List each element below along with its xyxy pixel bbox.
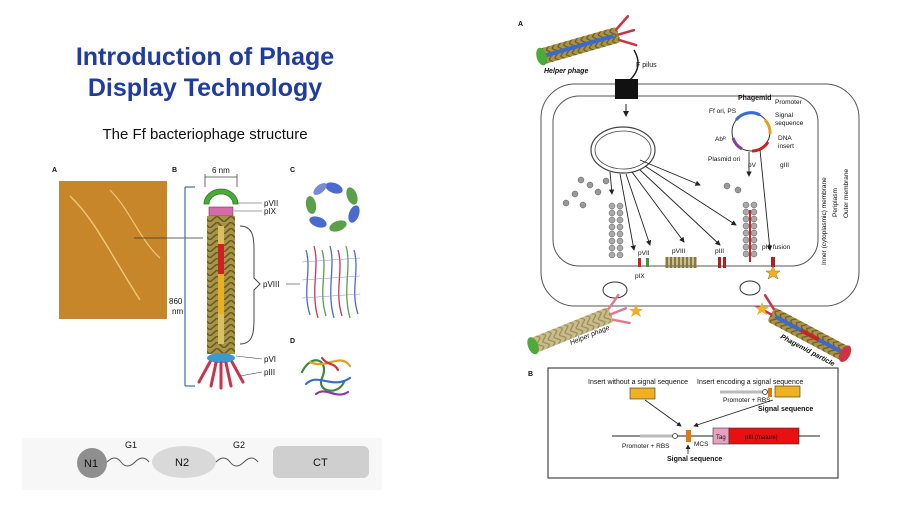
promoter-label: Promoter (775, 99, 803, 106)
dna-insert-label-2: insert (778, 143, 794, 150)
tag-label: Tag (716, 435, 726, 441)
piii-protein-1 (718, 257, 721, 268)
dna-core-yellow (218, 274, 224, 314)
phagemid-particle (755, 294, 852, 363)
signal-sequence-block (686, 430, 691, 442)
insert-with-signal-box (774, 385, 801, 398)
ab-label: Abᴿ (715, 136, 726, 143)
capsid-cross-section (305, 182, 360, 232)
protein-piii: pIII (264, 368, 275, 377)
domain-n1 (77, 448, 107, 478)
pviii-proteins (665, 257, 697, 268)
star-icon-left (629, 304, 643, 317)
piii-mature-label: pIII (mature) (745, 435, 778, 441)
piii-mature-block (728, 427, 800, 445)
ff-ori-label: Ff ori, PS (709, 108, 737, 115)
protein-pvii: pVII (264, 199, 278, 208)
star-icon-right (755, 302, 769, 315)
assembling-phage-right (742, 201, 758, 258)
insert-no-signal-box (629, 387, 656, 400)
pilus-base (615, 79, 638, 99)
protein-pviii: pVIII (263, 280, 279, 289)
linker-g1 (106, 457, 150, 467)
insert-no-signal-label: Insert without a signal sequence (588, 379, 688, 386)
pvii-protein (638, 258, 641, 267)
periplasm-label: Periplasm (832, 188, 839, 217)
inner-membrane-label: Inner (cytoplasmic) membrane (821, 177, 828, 265)
pvi-cap (207, 353, 235, 363)
signal-label-2: sequence (775, 120, 804, 127)
left-panel-c-label: C (290, 167, 295, 174)
piii-fusion-label: pIII fusion (762, 244, 791, 251)
slide-title: Introduction of Phage Display Technology (40, 42, 370, 104)
right-panel-b-label: B (528, 371, 533, 378)
insert-with-signal-label: Insert encoding a signal sequence (697, 379, 803, 386)
dna-insert-label-1: DNA (778, 135, 792, 142)
pv-label: pV (748, 162, 757, 169)
expression-arrows (608, 149, 773, 251)
signal-label-1: Signal (775, 112, 794, 119)
protein-pix: pIX (264, 207, 277, 216)
width-label: 6 nm (212, 166, 230, 175)
left-panel-b-label: B (172, 167, 177, 174)
protein-pvi: pVI (264, 355, 276, 364)
afm-filament-1 (69, 195, 141, 301)
outer-membrane (540, 83, 860, 307)
afm-filament-2 (109, 189, 161, 259)
title-line-1: Introduction of Phage (75, 43, 335, 71)
domain-n2-label: N2 (175, 457, 189, 469)
linker-g1-label: G1 (125, 440, 137, 450)
left-panel-a-label: A (52, 167, 57, 174)
slide-subtitle: The Ff bacteriophage structure (102, 126, 308, 143)
pviii-label: pVIII (672, 248, 686, 255)
dna-core-red (218, 244, 224, 274)
pviii-brace (239, 225, 261, 345)
piii-legs (197, 360, 245, 390)
pix-label: pIX (635, 273, 645, 280)
domain-n1-label: N1 (84, 458, 98, 470)
panel-b-box (547, 367, 839, 479)
length-value: 860 (169, 297, 183, 306)
domain-ct-label: CT (313, 457, 328, 469)
piii-fusion-protein (771, 257, 775, 267)
pix-protein (646, 258, 649, 267)
promoter-rbs-bottom-label: Promoter + RBS (622, 443, 670, 450)
length-unit: nm (172, 307, 183, 316)
capsid-helical-bundle (301, 245, 361, 319)
promoter-rbs-top-label: Promoter + RBS (723, 397, 771, 404)
linker-g2-label: G2 (233, 440, 245, 450)
signal-sequence-top-label: Signal sequence (758, 406, 813, 413)
piii-label: pIII (715, 248, 724, 255)
protein-ribbon (300, 356, 352, 396)
helper-phage-top (536, 14, 638, 66)
domain-ct (273, 446, 369, 478)
title-line-2: Display Technology (87, 74, 323, 102)
pv-proteins (562, 176, 742, 209)
antibody-star-icon (765, 265, 781, 280)
assembling-phage-left (608, 202, 624, 259)
pilus-line (629, 49, 639, 81)
helper-phage-bottom (527, 293, 631, 355)
giii-label: gIII (780, 162, 789, 169)
helper-phage-label: Helper phage (544, 68, 588, 75)
outer-membrane-label: Outer membrane (843, 168, 850, 218)
mcs-label: MCS (694, 441, 709, 448)
signal-sequence-bottom-label: Signal sequence (667, 456, 722, 463)
linker-g2 (215, 457, 259, 467)
right-panel-a-label: A (518, 21, 523, 28)
piii-protein-2 (723, 257, 726, 268)
phagemid-title: Phagemid (738, 95, 771, 102)
f-pilus-label: F pilus (636, 62, 657, 69)
pvii-cap (203, 188, 239, 205)
phage-dna-circle (590, 126, 656, 174)
pvii-label: pVII (638, 250, 650, 257)
domain-n2 (152, 446, 216, 478)
left-panel-d-label: D (290, 338, 295, 345)
plasmid-ori-label: Plasmid ori (708, 156, 740, 163)
